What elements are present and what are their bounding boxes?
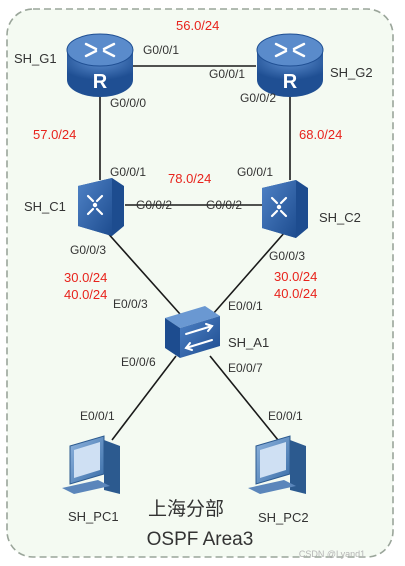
port-label: G0/0/1 <box>209 67 245 81</box>
area-title-en: OSPF Area3 <box>147 529 254 550</box>
port-label: E0/0/7 <box>228 361 263 375</box>
router-sh-g1[interactable]: R <box>66 33 134 97</box>
area-title-cn: 上海分部 <box>148 498 224 520</box>
port-label: G0/0/1 <box>237 165 273 179</box>
subnet-label: 78.0/24 <box>168 171 211 186</box>
device-name-sh-c2: SH_C2 <box>319 210 361 225</box>
l3-switch-sh-c2[interactable] <box>262 180 308 238</box>
link-c1-a1 <box>104 229 181 315</box>
port-label: E0/0/1 <box>80 409 115 423</box>
device-name-sh-g2: SH_G2 <box>330 65 373 80</box>
link-a1-pc1 <box>111 355 177 441</box>
keyboard-icon <box>62 480 110 494</box>
links <box>99 65 291 441</box>
router-symbol: R <box>283 71 298 93</box>
switch-arrows-icon <box>270 196 288 218</box>
device-name-sh-a1: SH_A1 <box>228 335 269 350</box>
switch-icon-top <box>165 306 220 328</box>
router-arrows-icon <box>84 42 116 58</box>
port-label: E0/0/6 <box>121 355 156 369</box>
link-c2-a1 <box>212 231 286 315</box>
port-label: G0/0/2 <box>136 198 172 212</box>
port-label: G0/0/3 <box>70 243 106 257</box>
router-icon-top <box>66 33 134 67</box>
switch-icon-front <box>165 318 180 358</box>
pc-tower-icon <box>290 440 306 494</box>
switch-arrows-icon <box>184 323 214 351</box>
subnet-label: 56.0/24 <box>176 18 219 33</box>
pc-tower-icon <box>104 440 120 494</box>
pc-sh-pc1[interactable] <box>62 435 120 494</box>
port-label: G0/0/2 <box>240 91 276 105</box>
l2-switch-sh-a1[interactable] <box>165 306 220 358</box>
port-label: E0/0/1 <box>268 409 303 423</box>
link-a1-pc2 <box>209 355 279 441</box>
subnet-label: 68.0/24 <box>299 127 342 142</box>
subnet-label: 30.0/24 <box>64 270 107 285</box>
port-label: G0/0/1 <box>143 43 179 57</box>
port-label: G0/0/1 <box>110 165 146 179</box>
l3-switch-sh-c1[interactable] <box>78 178 124 236</box>
subnet-label: 57.0/24 <box>33 127 76 142</box>
monitor-screen <box>260 442 286 478</box>
subnet-label: 40.0/24 <box>64 287 107 302</box>
subnet-label: 40.0/24 <box>274 286 317 301</box>
ospf-area-boundary <box>6 8 394 558</box>
switch-arrows-icon <box>86 194 104 216</box>
port-label: E0/0/1 <box>228 299 263 313</box>
device-name-sh-pc2: SH_PC2 <box>258 510 309 525</box>
watermark: CSDN @Lyand1 <box>299 549 365 559</box>
router-sh-g2[interactable]: R <box>256 33 324 97</box>
router-arrows-icon <box>274 42 306 58</box>
keyboard-icon <box>248 480 296 494</box>
router-icon-top <box>256 33 324 67</box>
port-label: G0/0/2 <box>206 198 242 212</box>
port-label: E0/0/3 <box>113 297 148 311</box>
router-symbol: R <box>93 71 108 93</box>
device-name-sh-g1: SH_G1 <box>14 51 57 66</box>
pc-sh-pc2[interactable] <box>248 435 306 494</box>
port-label: G0/0/3 <box>269 249 305 263</box>
port-label: G0/0/0 <box>110 96 146 110</box>
monitor-screen <box>74 442 100 478</box>
subnet-label: 30.0/24 <box>274 269 317 284</box>
device-name-sh-pc1: SH_PC1 <box>68 509 119 524</box>
device-name-sh-c1: SH_C1 <box>24 199 66 214</box>
